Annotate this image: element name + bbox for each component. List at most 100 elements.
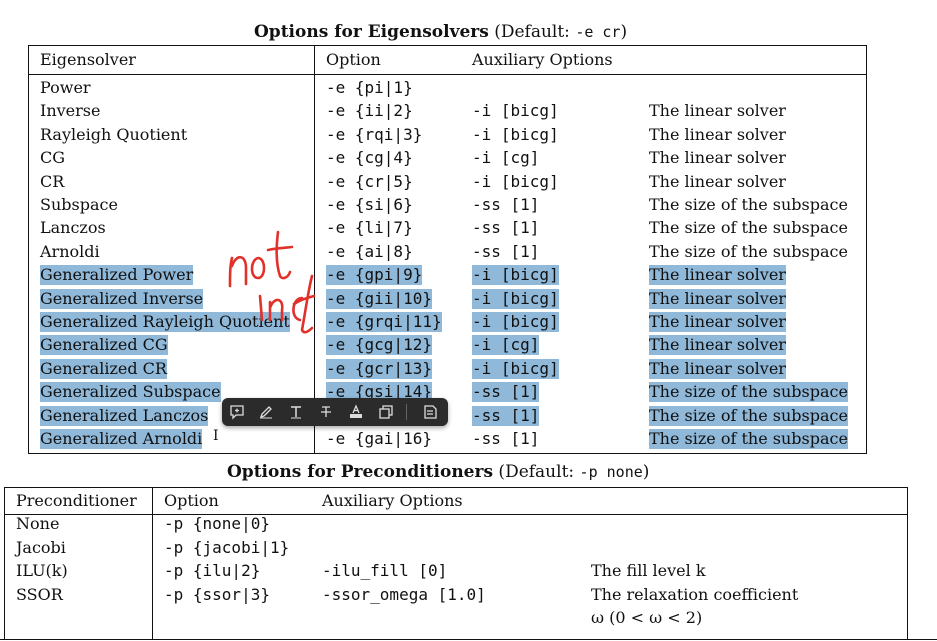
- eigensolver-option: -e {gpi|9}: [326, 265, 423, 286]
- eigensolver-aux-option: -ss [1]: [472, 405, 540, 426]
- eigensolver-name: Generalized Power: [40, 265, 194, 286]
- eigensolver-option: -e {si|6}: [326, 195, 413, 214]
- eigensolver-option: -e {gii|10}: [326, 288, 432, 309]
- eigensolvers-left-border: [28, 45, 29, 454]
- eigensolver-aux-description: The linear solver: [649, 312, 786, 332]
- eigensolver-aux-description: The linear solver: [649, 101, 786, 121]
- eigensolver-option: -e {rqi|3}: [326, 124, 423, 144]
- eigensolver-name: Generalized Lanczos: [40, 405, 209, 426]
- preconditioner-aux-option: -ssor_omega [1.0]: [322, 584, 486, 604]
- eigensolvers-title: Options for Eigensolvers (Default: -e cr…: [254, 21, 627, 43]
- eigensolver-header: Eigensolver: [40, 50, 136, 69]
- eigensolver-aux-option: -ss [1]: [472, 241, 540, 261]
- preconditioner-aux-description: The fill level k: [591, 561, 706, 580]
- eigensolver-name: Arnoldi: [40, 241, 100, 261]
- eigensolver-aux-option: -ss [1]: [472, 382, 540, 403]
- eigensolver-aux-option: -i [bicg]: [472, 124, 559, 144]
- eigensolver-name: Generalized CR: [40, 358, 167, 379]
- preconditioner-name: Jacobi: [16, 537, 66, 557]
- eigensolver-name: Subspace: [40, 195, 118, 214]
- eigensolver-name: Power: [40, 78, 91, 97]
- preconditioner-option: -p {ssor|3}: [164, 584, 270, 604]
- highlight-text-icon[interactable]: [347, 403, 365, 421]
- eigensolver-aux-option: -i [cg]: [472, 335, 540, 356]
- option-header: Option: [326, 50, 381, 69]
- eigensolvers-title-bold: Options for Eigensolvers: [254, 22, 489, 42]
- text-icon[interactable]: [287, 403, 305, 421]
- eigensolvers-top-rule: [28, 45, 867, 46]
- eigensolver-option: -e {ai|8}: [326, 241, 413, 261]
- eigensolver-aux-description: The size of the subspace: [649, 405, 848, 426]
- eigensolver-name: Generalized Arnoldi: [40, 429, 203, 449]
- strikethrough-icon[interactable]: [317, 403, 335, 421]
- eigensolver-aux-description: The linear solver: [649, 171, 786, 191]
- preconditioner-option: -p {ilu|2}: [164, 561, 261, 580]
- toolbar-separator: [406, 404, 407, 420]
- eigensolver-option: -e {cg|4}: [326, 148, 413, 168]
- eigensolver-name: Lanczos: [40, 218, 106, 238]
- eigensolver-aux-option: -i [cg]: [472, 148, 540, 168]
- eigensolvers-column-divider: [314, 45, 315, 454]
- preconditioners-header-rule: [4, 514, 908, 515]
- eigensolver-aux-description: The linear solver: [649, 265, 786, 286]
- eigensolvers-header-rule: [28, 74, 867, 75]
- eigensolver-aux-option: -ss [1]: [472, 195, 540, 214]
- eigensolver-aux-description: The linear solver: [649, 148, 786, 168]
- preconditioner-option: -p {none|0}: [164, 514, 270, 533]
- precond-option-header: Option: [164, 491, 219, 510]
- preconditioners-title-bold: Options for Preconditioners: [227, 462, 494, 482]
- preconditioners-top-rule: [4, 487, 908, 488]
- preconditioner-aux-description: The relaxation coefficient: [591, 584, 799, 604]
- preconditioners-title-code: -p none: [579, 463, 643, 481]
- preconditioner-aux-option: -ilu_fill [0]: [322, 561, 448, 580]
- eigensolvers-right-border: [866, 45, 867, 454]
- precond-auxiliary-options-header: Auxiliary Options: [322, 491, 463, 510]
- preconditioner-option: -p {jacobi|1}: [164, 537, 290, 557]
- preconditioners-title: Options for Preconditioners (Default: -p…: [227, 461, 649, 483]
- eigensolvers-title-pre: (Default:: [488, 22, 576, 42]
- eigensolvers-title-code: -e cr: [575, 23, 621, 41]
- auxiliary-options-header: Auxiliary Options: [472, 50, 613, 69]
- annotation-toolbar: [222, 398, 448, 426]
- eigensolver-option: -e {ii|2}: [326, 101, 413, 121]
- eigensolver-aux-description: The linear solver: [649, 335, 786, 356]
- preconditioner-header: Preconditioner: [16, 491, 137, 510]
- eigensolver-aux-description: The size of the subspace: [649, 241, 848, 261]
- eigensolver-name: Generalized Inverse: [40, 288, 204, 309]
- eigensolver-aux-option: -i [bicg]: [472, 312, 559, 332]
- preconditioner-name: SSOR: [16, 584, 63, 604]
- preconditioners-bottom-rule: [0, 639, 937, 640]
- pen-icon[interactable]: [257, 403, 275, 421]
- preconditioner-name: ILU(k): [16, 561, 68, 580]
- eigensolver-name: Generalized Rayleigh Quotient: [40, 312, 290, 332]
- eigensolver-aux-option: -ss [1]: [472, 429, 540, 448]
- text-cursor-icon: I: [213, 428, 219, 444]
- eigensolver-aux-option: -ss [1]: [472, 218, 540, 238]
- eigensolver-aux-option: -i [bicg]: [472, 288, 559, 309]
- preconditioners-right-border: [907, 487, 908, 639]
- eigensolver-aux-description: The linear solver: [649, 288, 786, 309]
- eigensolver-option: -e {gcr|13}: [326, 358, 432, 379]
- eigensolvers-title-post: ): [620, 22, 628, 42]
- eigensolver-aux-option: -i [bicg]: [472, 358, 559, 379]
- eigensolver-name: CG: [40, 148, 66, 168]
- eigensolver-aux-description: The linear solver: [649, 124, 786, 144]
- comment-icon[interactable]: [228, 403, 246, 421]
- copy-icon[interactable]: [377, 403, 395, 421]
- eigensolver-option: -e {grqi|11}: [326, 312, 442, 332]
- eigensolver-aux-description: The linear solver: [649, 358, 786, 379]
- eigensolver-option: -e {cr|5}: [326, 171, 413, 191]
- eigensolver-option: -e {gai|16}: [326, 429, 432, 448]
- eigensolver-name: Rayleigh Quotient: [40, 124, 188, 144]
- preconditioners-title-pre: (Default:: [493, 462, 580, 482]
- eigensolvers-bottom-rule: [28, 453, 867, 454]
- eigensolver-aux-description: The size of the subspace: [649, 218, 848, 238]
- handwritten-annotation: [228, 230, 316, 334]
- eigensolver-aux-description: The size of the subspace: [649, 382, 848, 403]
- eigensolver-aux-option: -i [bicg]: [472, 101, 559, 121]
- eigensolver-aux-option: -i [bicg]: [472, 171, 559, 191]
- eigensolver-name: Generalized CG: [40, 335, 168, 356]
- preconditioners-column-divider: [152, 487, 153, 639]
- preconditioner-name: None: [16, 514, 60, 533]
- note-icon[interactable]: [421, 403, 439, 421]
